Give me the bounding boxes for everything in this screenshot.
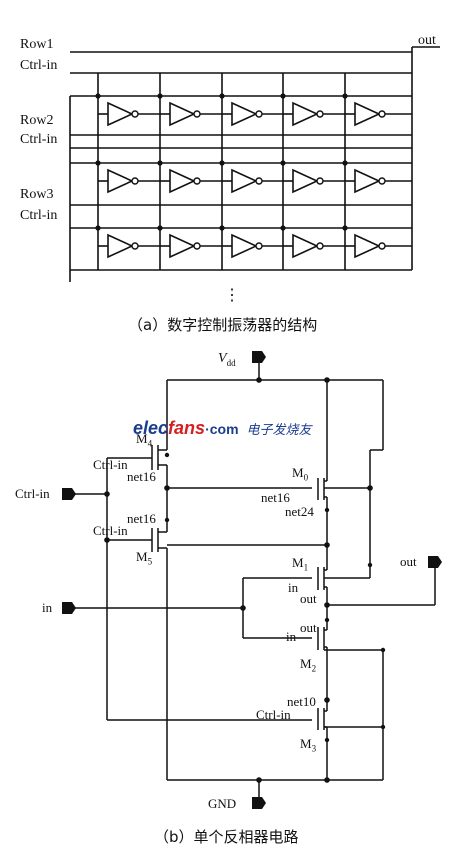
row3-ctrl-label: Ctrl-in	[20, 208, 58, 223]
junction-dot	[219, 93, 225, 99]
m4-ctrl-label: Ctrl-in	[93, 457, 128, 472]
m2-in-label: in	[286, 629, 297, 644]
junction-dot	[95, 225, 101, 231]
junction-dot	[95, 93, 101, 99]
m0-net24-label: net24	[285, 504, 314, 519]
junction-dot	[280, 93, 286, 99]
m5-net-label: net16	[127, 511, 156, 526]
row2-label: Row2	[20, 113, 54, 128]
junction-dot	[342, 160, 348, 166]
watermark-brand-b: fans	[168, 418, 206, 438]
junction-dot	[157, 225, 163, 231]
watermark-tag: 电子发烧友	[246, 423, 312, 438]
m1-out-label: out	[300, 591, 317, 606]
junction-dot	[95, 160, 101, 166]
m5-ctrl-label: Ctrl-in	[93, 523, 128, 538]
junction-dot	[219, 225, 225, 231]
m4-label: M4	[136, 431, 153, 449]
junction-dot	[280, 225, 286, 231]
m2-label: M2	[300, 656, 317, 674]
vdd-label: Vdd	[218, 351, 236, 368]
m1-in-label: in	[288, 580, 299, 595]
junction-dot	[157, 93, 163, 99]
row2-ctrl-label: Ctrl-in	[20, 132, 58, 147]
row1-ctrl-label: Ctrl-in	[20, 58, 58, 73]
m0-label: M0	[292, 465, 309, 483]
junction-dot	[157, 160, 163, 166]
caption-b: （b）单个反相器电路	[154, 828, 299, 846]
watermark: elecfans·com 电子发烧友	[133, 418, 312, 439]
junction-dot	[342, 93, 348, 99]
m2-out-label: out	[300, 620, 317, 635]
out-label-a: out	[418, 33, 436, 48]
m3-label: M3	[300, 736, 317, 754]
m1-label: M1	[292, 555, 309, 573]
ctrl-in-external-label: Ctrl-in	[15, 486, 50, 501]
row3-label: Row3	[20, 187, 54, 202]
out-external-label: out	[400, 554, 417, 569]
m3-net10-label: net10	[287, 694, 316, 709]
junction-dot	[219, 160, 225, 166]
m0-net16-label: net16	[261, 490, 290, 505]
watermark-brand-c: ·com	[205, 421, 239, 437]
m4-net-label: net16	[127, 469, 156, 484]
in-external-label: in	[42, 600, 53, 615]
watermark-brand-a: elec	[133, 418, 169, 438]
m3-ctrl-label: Ctrl-in	[256, 707, 291, 722]
continuation-dots: ⋮	[224, 287, 240, 304]
caption-a: （a）数字控制振荡器的结构	[128, 316, 318, 334]
junction-dot	[280, 160, 286, 166]
row1-label: Row1	[20, 37, 54, 52]
gnd-label: GND	[208, 796, 237, 811]
m5-label: M5	[136, 549, 153, 567]
junction-dot	[342, 225, 348, 231]
